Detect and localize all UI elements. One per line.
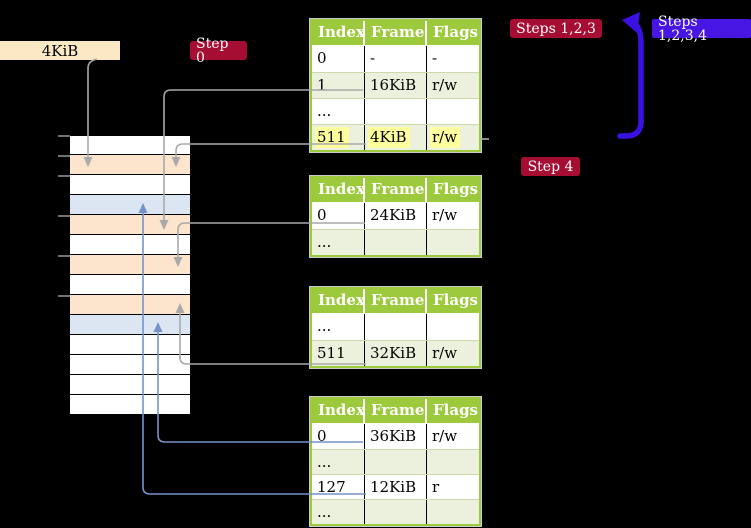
- cell-flags: r/w: [427, 125, 479, 150]
- table-row: 127 12KiB r: [312, 474, 479, 499]
- cell-index: ...: [312, 99, 365, 124]
- cell-index: ...: [312, 230, 365, 255]
- page-table-2: Index Frame Flags 0 24KiB r/w ...: [310, 176, 481, 257]
- memory-row-white: [70, 175, 190, 195]
- cell-frame: 16KiB: [365, 73, 427, 98]
- memory-row-white: [70, 235, 190, 255]
- table-row: ...: [312, 314, 479, 340]
- highlighted-value: 511: [315, 127, 349, 148]
- cell-flags: [427, 314, 479, 340]
- recursive-loop-arrowhead: [622, 12, 640, 33]
- memory-row-white: [70, 135, 190, 155]
- column-header-frame: Frame: [365, 21, 427, 45]
- highlighted-value: r/w: [430, 127, 461, 148]
- column-header-frame: Frame: [365, 399, 427, 423]
- table-row: ...: [312, 98, 479, 124]
- cell-index: 511: [312, 341, 365, 366]
- memory-row-peach: [70, 215, 190, 235]
- table-row: ...: [312, 449, 479, 474]
- cell-flags: r/w: [432, 206, 458, 224]
- cell-frame: 36KiB: [365, 424, 427, 449]
- cell-flags: [427, 500, 479, 524]
- column-header-index: Index: [312, 289, 365, 313]
- highlighted-value: 4KiB: [368, 127, 410, 148]
- table-header-row: Index Frame Flags: [312, 289, 479, 314]
- table-header-row: Index Frame Flags: [312, 21, 479, 46]
- cell-index: 1: [312, 73, 365, 98]
- cell-index: ...: [312, 500, 365, 524]
- cell-flags: [427, 450, 479, 474]
- cell-flags: [427, 99, 479, 124]
- memory-stack: [70, 135, 190, 415]
- cell-flags: r/w: [432, 344, 458, 362]
- table-row: 0 36KiB r/w: [312, 424, 479, 449]
- table-header-row: Index Frame Flags: [312, 399, 479, 424]
- column-header-flags: Flags: [433, 291, 478, 309]
- memory-row-blue: [70, 195, 190, 215]
- column-header-frame: Frame: [365, 289, 427, 313]
- table-row: 0 - -: [312, 46, 479, 72]
- table-header-row: Index Frame Flags: [312, 178, 479, 203]
- cell-frame: [365, 99, 427, 124]
- table-row: ...: [312, 499, 479, 524]
- page-table-3: Index Frame Flags ... 511 32KiB r/w: [310, 287, 481, 368]
- column-header-index: Index: [312, 399, 365, 423]
- cell-frame: [365, 230, 427, 255]
- column-header-index: Index: [312, 21, 365, 45]
- column-header-index: Index: [312, 178, 365, 202]
- cell-index: 0: [312, 203, 365, 229]
- table-row: 0 24KiB r/w: [312, 203, 479, 229]
- cell-frame: [365, 500, 427, 524]
- memory-row-peach: [70, 155, 190, 175]
- steps1234-badge: Steps 1,2,3,4: [652, 15, 751, 43]
- memory-row-blue: [70, 315, 190, 335]
- cell-flags: -: [432, 49, 438, 67]
- cell-index: 511: [312, 125, 365, 150]
- cell-index: ...: [312, 314, 365, 340]
- table-row-highlighted: 511 4KiB r/w: [312, 124, 479, 150]
- page-table-4: Index Frame Flags 0 36KiB r/w ... 127 12…: [310, 397, 481, 526]
- column-header-flags: Flags: [433, 180, 478, 198]
- memory-row-white: [70, 375, 190, 395]
- column-header-flags: Flags: [433, 23, 478, 41]
- steps123-badge: Steps 1,2,3: [510, 19, 602, 38]
- column-header-frame: Frame: [365, 178, 427, 202]
- cell-frame: -: [365, 46, 427, 72]
- cell-frame: 32KiB: [365, 341, 427, 366]
- cell-index: ...: [312, 450, 365, 474]
- memory-row-peach: [70, 255, 190, 275]
- cell-flags: r: [432, 478, 440, 496]
- memory-row-peach: [70, 295, 190, 315]
- memory-row-white: [70, 395, 190, 415]
- cell-flags: [427, 230, 479, 255]
- cell-frame: 24KiB: [365, 203, 427, 229]
- page-table-1: Index Frame Flags 0 - - 1 16KiB r/w ... …: [310, 19, 481, 152]
- table-row: 511 32KiB r/w: [312, 340, 479, 366]
- memory-row-white: [70, 275, 190, 295]
- memory-row-white: [70, 335, 190, 355]
- frame-size-label: 4KiB: [0, 41, 120, 60]
- cell-frame: [365, 314, 427, 340]
- recursive-loop-arrow: [617, 22, 644, 139]
- step4-badge: Step 4: [521, 157, 580, 176]
- cell-index: 0: [312, 424, 365, 449]
- table-row: ...: [312, 229, 479, 255]
- cell-frame: 4KiB: [365, 125, 427, 150]
- table-row: 1 16KiB r/w: [312, 72, 479, 98]
- column-header-flags: Flags: [433, 401, 478, 419]
- cell-frame: 12KiB: [365, 475, 427, 499]
- cell-index: 0: [312, 46, 365, 72]
- memory-row-white: [70, 355, 190, 375]
- cell-frame: [365, 450, 427, 474]
- step0-badge: Step 0: [190, 37, 247, 65]
- cell-flags: r/w: [432, 76, 458, 94]
- cell-index: 127: [312, 475, 365, 499]
- cell-flags: r/w: [432, 427, 458, 445]
